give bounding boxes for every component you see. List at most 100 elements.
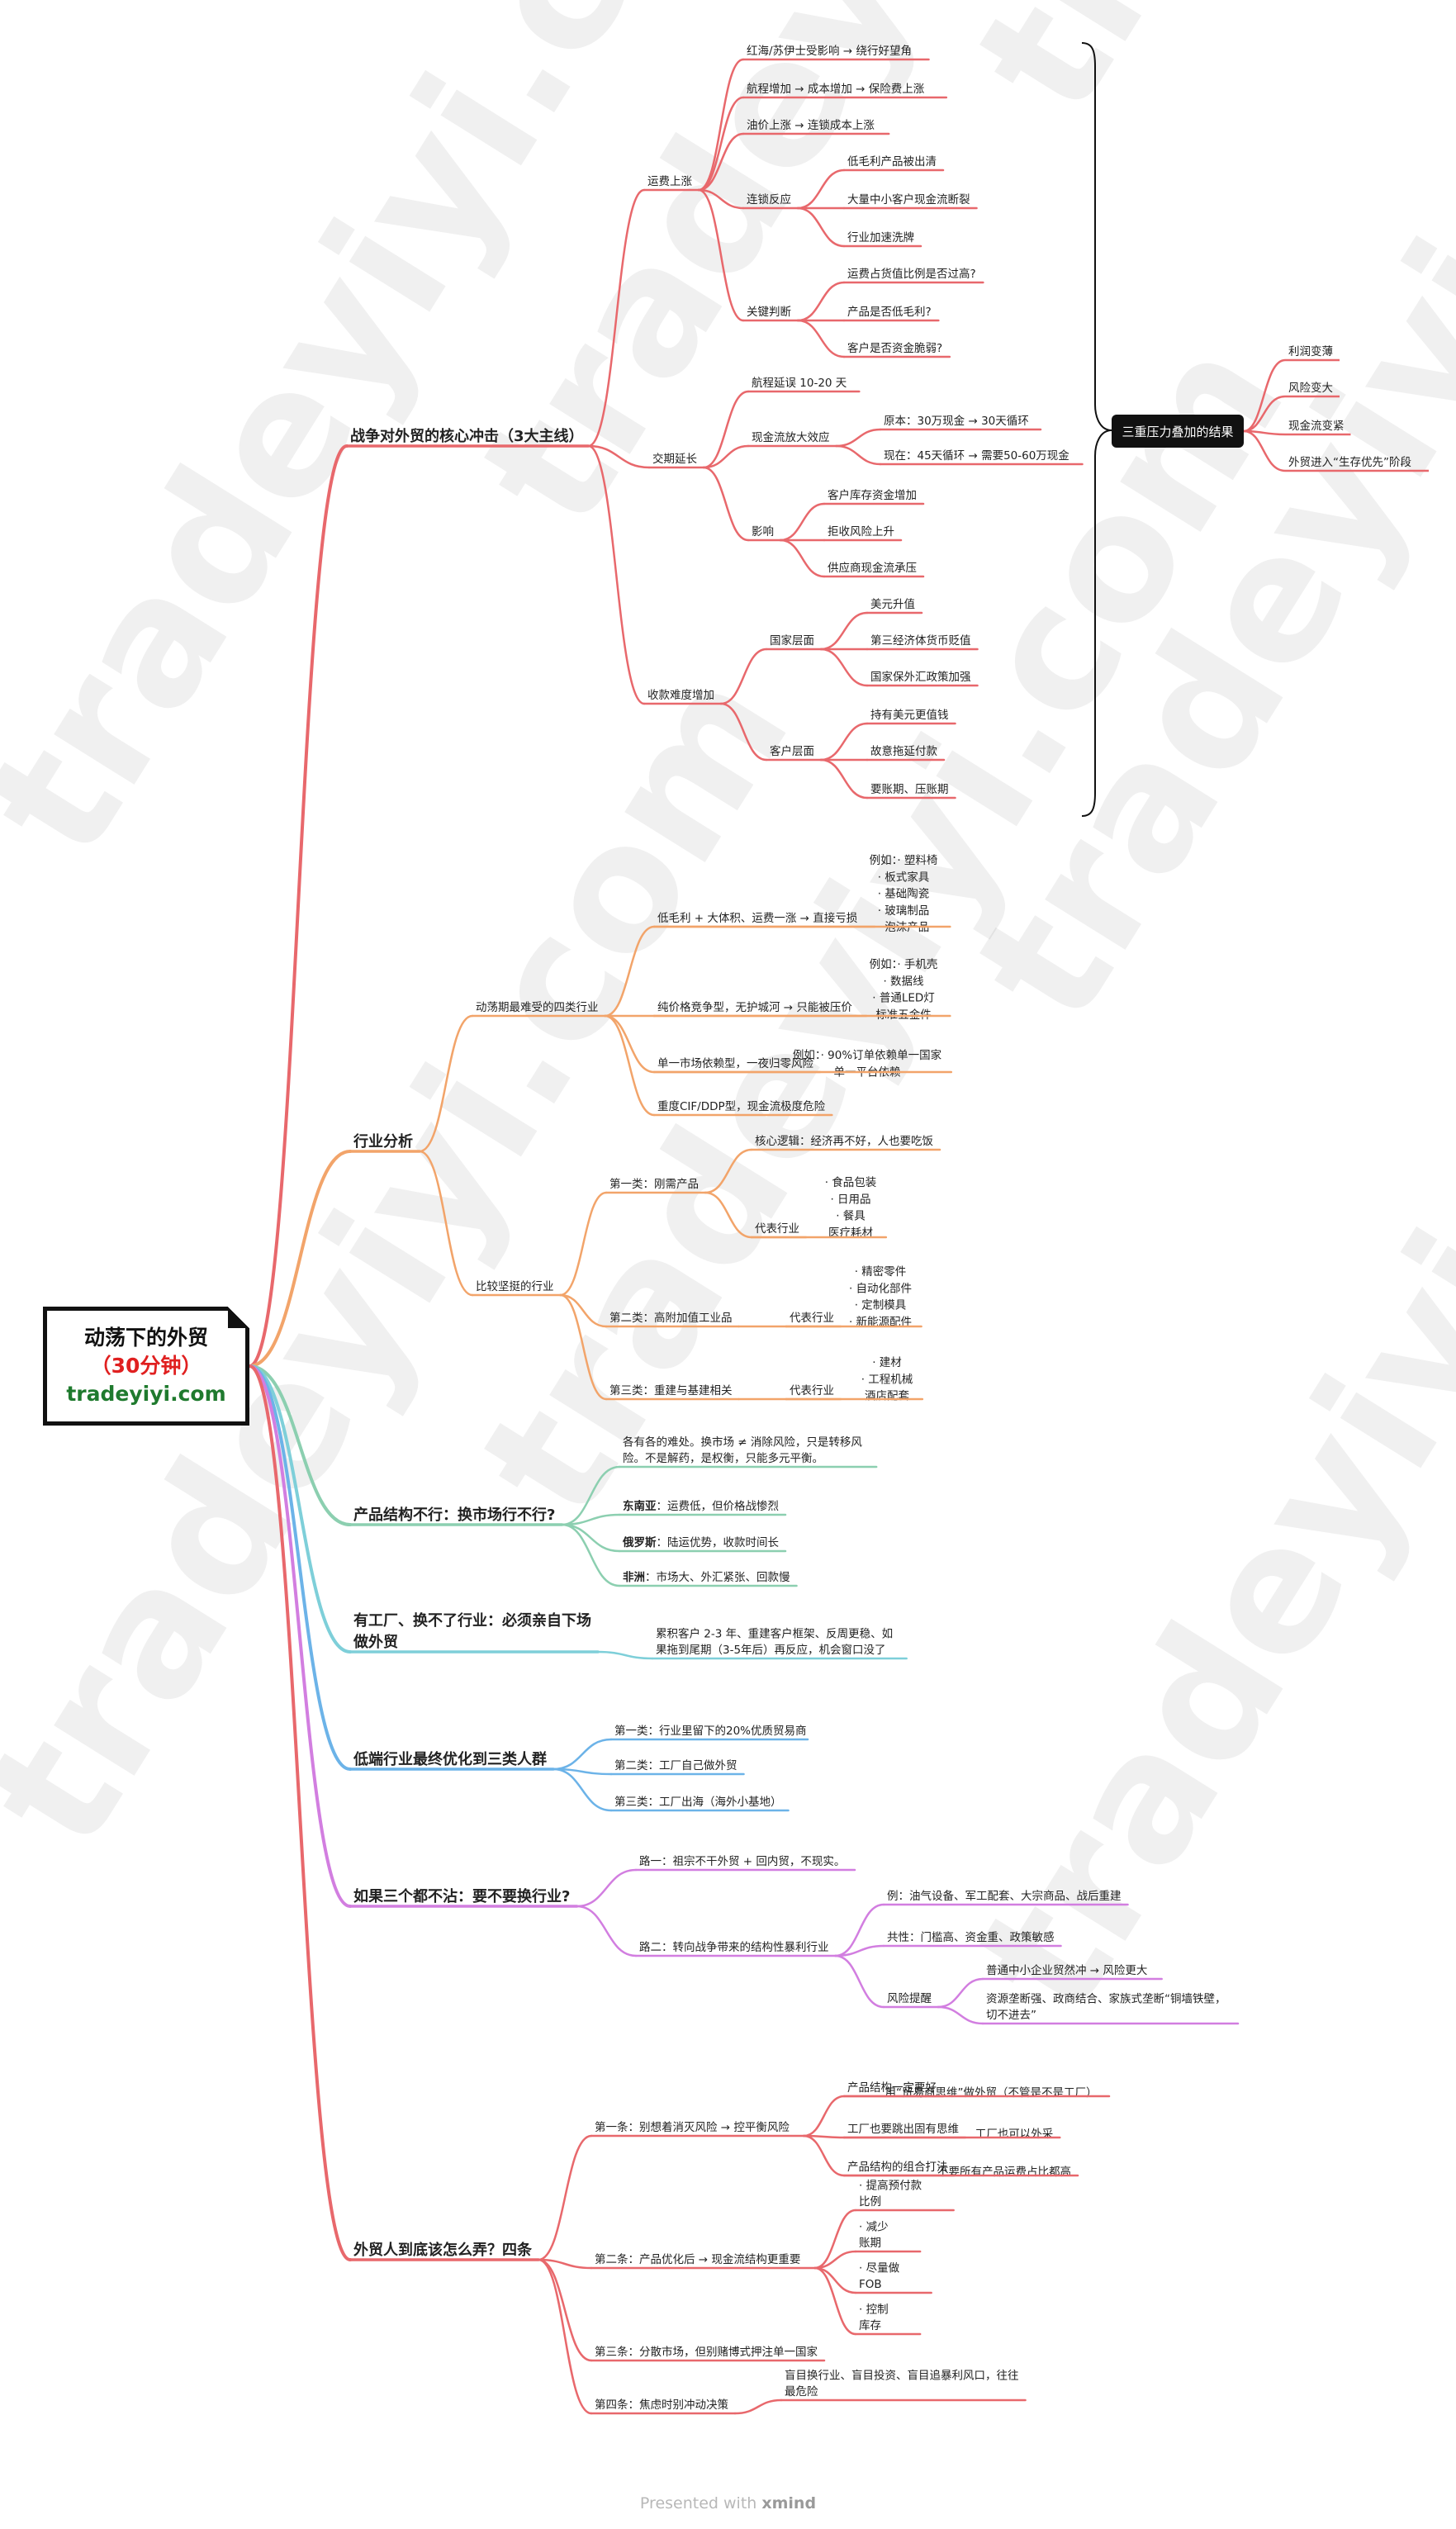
topic-note: · 自动化部件	[849, 1282, 912, 1295]
brace-child-label[interactable]: 风险变大	[1288, 382, 1333, 395]
main-topic-label[interactable]: 如果三个都不沾：要不要换行业?	[353, 1887, 570, 1905]
topic-label[interactable]: 现在：45天循环 → 需要50-60万现金	[884, 449, 1069, 463]
topic-label[interactable]: 普通中小企业贸然冲 → 风险更大	[986, 1963, 1147, 1977]
topic-label[interactable]: FOB	[859, 2278, 882, 2291]
topic-label[interactable]: 各有各的难处。换市场 ≠ 消除风险，只是转移风	[623, 1435, 862, 1449]
topic-label[interactable]: 代表行业	[790, 1384, 834, 1397]
topic-label[interactable]: 比较坚挺的行业	[476, 1280, 554, 1293]
topic-label[interactable]: 核心逻辑：经济再不好，人也要吃饭	[755, 1135, 933, 1148]
topic-text: ：运费低，但价格战惨烈	[657, 1499, 780, 1513]
topic-label[interactable]: 红海/苏伊士受影响 → 绕行好望角	[747, 45, 912, 58]
topic-label[interactable]: 第二类：高附加值工业品	[609, 1311, 733, 1325]
topic-label[interactable]: 运费上涨	[647, 175, 692, 188]
central-topic[interactable]: 动荡下的外贸 （30分钟） tradeyiyi.com	[43, 1307, 249, 1426]
topic-label[interactable]: 盲目换行业、盲目投资、盲目追暴利风口，往往	[785, 2368, 1019, 2382]
topic-label[interactable]: 国家保外汇政策加强	[870, 670, 971, 684]
topic-label[interactable]: 交期延长	[652, 452, 697, 466]
topic-label[interactable]: 路二：转向战争带来的结构性暴利行业	[639, 1941, 829, 1954]
topic-label[interactable]: 第三类：重建与基建相关	[609, 1383, 733, 1397]
topic-label[interactable]: 原本：30万现金 → 30天循环	[884, 415, 1029, 428]
topic-label[interactable]: 重度CIF/DDP型，现金流极度危险	[657, 1100, 826, 1113]
connector-line	[537, 2258, 593, 2270]
topic-label[interactable]: 第三经济体货币贬值	[870, 633, 971, 648]
topic-label[interactable]: 现金流放大效应	[752, 430, 830, 444]
topic-label[interactable]: 连锁反应	[747, 192, 791, 206]
topic-label[interactable]: 比例	[859, 2195, 881, 2209]
topic-label[interactable]: 持有美元更值钱	[870, 709, 949, 722]
main-topic-label[interactable]: 做外贸	[353, 1633, 398, 1651]
topic-label[interactable]: 客户层面	[770, 744, 814, 758]
topic-label[interactable]: 俄罗斯：陆运优势，收款时间长	[622, 1535, 779, 1549]
topic-label[interactable]: 第一类：行业里留下的20%优质贸易商	[614, 1724, 807, 1738]
topic-label[interactable]: 故意拖延付款	[870, 744, 937, 758]
topic-label[interactable]: 东南亚：运费低，但价格战惨烈	[623, 1499, 779, 1513]
topic-label[interactable]: 第三类：工厂出海（海外小基地）	[614, 1795, 782, 1809]
main-topic-label[interactable]: 产品结构不行：换市场行不行?	[353, 1506, 555, 1524]
brace-summary-label[interactable]: 三重压力叠加的结果	[1112, 415, 1244, 448]
topic-label[interactable]: · 尽量做	[859, 2261, 900, 2275]
topic-label[interactable]: 拒收风险上升	[828, 525, 894, 539]
topic-note: · 食品包装	[825, 1175, 877, 1189]
topic-label[interactable]: 例：油气设备、军工配套、大宗商品、战后重建	[887, 1889, 1122, 1903]
topic-label[interactable]: 收款难度增加	[647, 689, 714, 702]
brace-child-label[interactable]: 外贸进入“生存优先”阶段	[1288, 456, 1411, 469]
topic-label[interactable]: 第二条：产品优化后 → 现金流结构更重要	[595, 2252, 800, 2266]
topic-label[interactable]: 客户是否资金脆弱?	[847, 341, 942, 355]
main-topic-label[interactable]: 外贸人到底该怎么弄？四条	[353, 2241, 533, 2259]
topic-label[interactable]: 油价上涨 → 连锁成本上涨	[747, 119, 875, 132]
topic-label[interactable]: 路一：祖宗不干外贸 + 回内贸，不现实。	[639, 1855, 845, 1868]
topic-label[interactable]: 美元升值	[870, 598, 915, 611]
topic-label[interactable]: 第四条：焦虑时别冲动决策	[595, 2398, 728, 2412]
topic-label[interactable]: 航程延误 10-20 天	[752, 377, 847, 390]
main-topic-label[interactable]: 战争对外贸的核心冲击（3大主线）	[350, 427, 584, 445]
topic-label[interactable]: 产品结构的组合打法	[847, 2160, 948, 2174]
main-branch-line	[248, 1364, 352, 1526]
topic-label[interactable]: 大量中小客户现金流断裂	[847, 192, 970, 206]
topic-label[interactable]: 客户库存资金增加	[828, 488, 917, 502]
topic-label[interactable]: 第二类：工厂自己做外贸	[614, 1758, 737, 1772]
topic-label[interactable]: 第一类：刚需产品	[609, 1177, 699, 1191]
connector-line	[697, 132, 745, 192]
topic-label[interactable]: 关键判断	[747, 306, 791, 319]
topic-label[interactable]: 航程增加 → 成本增加 → 保险费上涨	[747, 83, 925, 96]
topic-label[interactable]: 行业加速洗牌	[847, 230, 914, 244]
topic-label[interactable]: 险。不是解药，是权衡，只能多元平衡。	[623, 1451, 823, 1465]
topic-label[interactable]: 第三条：分散市场，但别赌博式押注单一国家	[595, 2345, 818, 2359]
topic-label[interactable]: 果拖到尾期（3-5年后）再反应，机会窗口没了	[656, 1643, 886, 1657]
topic-label[interactable]: 代表行业	[790, 1312, 834, 1325]
topic-label[interactable]: 产品结构一定要好	[847, 2081, 937, 2095]
topic-label[interactable]: 库存	[859, 2319, 881, 2332]
connector-line	[834, 1944, 885, 1957]
brace-child-label[interactable]: 现金流变紧	[1288, 420, 1345, 433]
brace-child-label[interactable]: 利润变薄	[1288, 345, 1333, 358]
topic-label[interactable]: 单一市场依赖型，一夜归零风险	[657, 1056, 813, 1070]
topic-label[interactable]: 产品是否低毛利?	[847, 306, 932, 319]
topic-label[interactable]: 国家层面	[770, 633, 814, 648]
topic-label[interactable]: · 减少	[859, 2220, 889, 2233]
topic-label[interactable]: 低毛利产品被出清	[847, 155, 937, 168]
main-topic-label[interactable]: 低端行业最终优化到三类人群	[353, 1750, 547, 1768]
topic-label[interactable]: 第一条：别想着消灭风险 → 控平衡风险	[595, 2120, 790, 2134]
topic-label[interactable]: 动荡期最难受的四类行业	[476, 1001, 599, 1014]
main-topic-label[interactable]: 行业分析	[353, 1132, 413, 1151]
topic-label[interactable]: 工厂也要跳出固有思维	[847, 2123, 959, 2136]
topic-label[interactable]: 切不进去”	[986, 2009, 1036, 2022]
topic-label[interactable]: 影响	[752, 525, 774, 539]
topic-label[interactable]: 供应商现金流承压	[828, 561, 917, 575]
main-topic-label[interactable]: 有工厂、换不了行业：必须亲自下场	[353, 1611, 591, 1630]
topic-label[interactable]: 要账期、压账期	[870, 783, 949, 796]
topic-label[interactable]: 代表行业	[755, 1222, 799, 1236]
topic-label[interactable]: 风险提醒	[887, 1992, 932, 2005]
topic-label[interactable]: 低毛利 + 大体积、运费一涨 → 直接亏损	[657, 911, 858, 925]
topic-label[interactable]: 运费占货值比例是否过高?	[847, 267, 976, 281]
topic-label[interactable]: 纯价格竞争型，无护城河 → 只能被压价	[657, 1000, 852, 1014]
topic-label[interactable]: 资源垄断强、政商结合、家族式垄断“铜墙铁壁，	[986, 1991, 1226, 2005]
topic-label[interactable]: 最危险	[785, 2385, 818, 2399]
topic-label[interactable]: · 提高预付款	[859, 2178, 922, 2192]
topic-label[interactable]: 累积客户 2-3 年、重建客户框架、反周更稳、如	[656, 1626, 893, 1640]
topic-label[interactable]: 共性：门槛高、资金重、政策敏感	[887, 1930, 1055, 1944]
topic-label[interactable]: · 控制	[859, 2303, 889, 2316]
topic-label[interactable]: 非洲：市场大、外汇紧张、回款慢	[623, 1570, 790, 1584]
topic-label[interactable]: 账期	[859, 2237, 881, 2250]
